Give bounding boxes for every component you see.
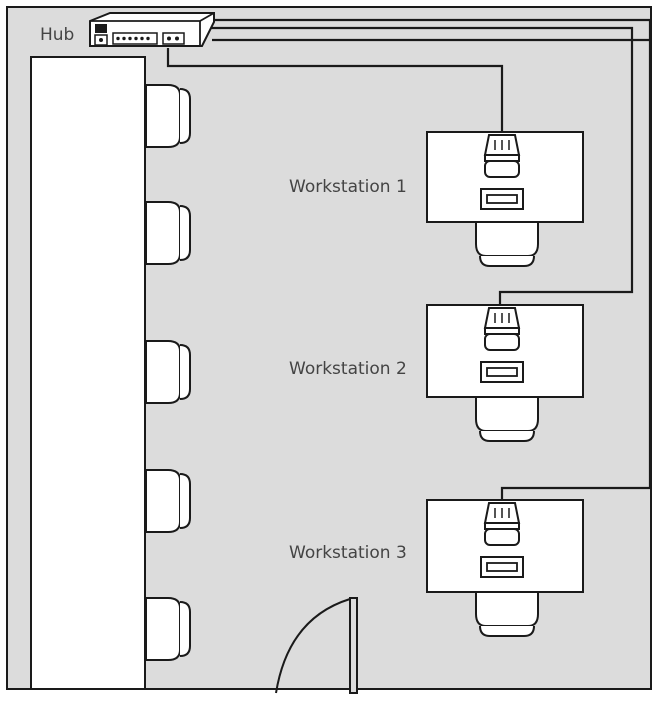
workstation-2	[426, 304, 584, 442]
workstation-1-chair	[475, 221, 539, 267]
chair-5	[145, 597, 191, 661]
conference-table	[30, 56, 146, 690]
workstation-3-label: Workstation 3	[289, 543, 407, 563]
chair-3	[145, 340, 191, 404]
workstation-2-label: Workstation 2	[289, 359, 407, 379]
cable-workstation-3	[500, 40, 652, 500]
chair-2	[145, 201, 191, 265]
workstation-1	[426, 131, 584, 267]
workstation-3	[426, 499, 584, 637]
workstation-2-computer-icon	[480, 307, 524, 383]
network-cables	[166, 18, 652, 500]
cable-workstation-1	[166, 48, 504, 132]
cable-workstation-2	[208, 26, 634, 305]
chair-4	[145, 469, 191, 533]
workstation-3-chair	[475, 591, 539, 637]
hub-device	[89, 12, 215, 47]
hub-label: Hub	[40, 25, 74, 45]
workstation-1-label: Workstation 1	[289, 177, 407, 197]
workstation-1-computer-icon	[480, 134, 524, 210]
door	[275, 597, 358, 694]
workstation-2-chair	[475, 396, 539, 442]
chair-1	[145, 84, 191, 148]
workstation-3-computer-icon	[480, 502, 524, 578]
